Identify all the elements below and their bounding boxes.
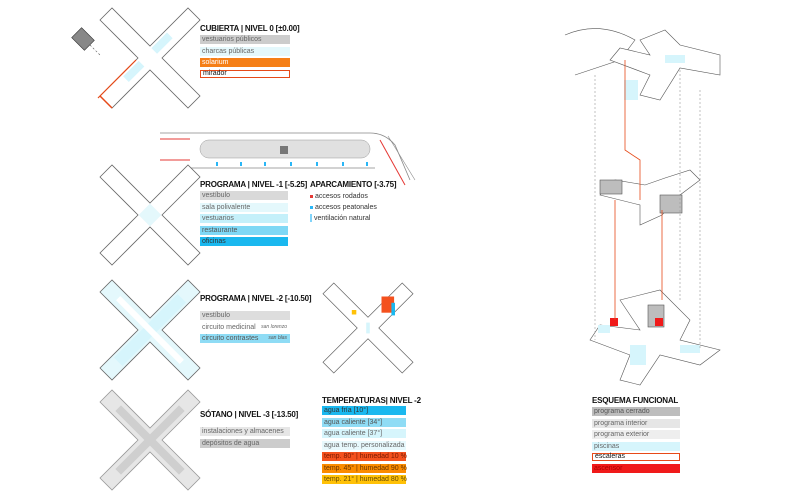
plan-level-minus2 — [99, 279, 201, 381]
legend-item-label: escaleras — [595, 453, 625, 460]
legend-title: SÓTANO | NIVEL -3 [-13.50] — [200, 410, 299, 419]
legend-item: instalaciones y almacenes — [200, 427, 290, 436]
legend-item-label: programa interior — [594, 419, 648, 427]
legend-item-label: oficinas — [202, 238, 226, 245]
legend-item-label: ascensor — [594, 464, 623, 472]
legend-item-label: agua caliente [34°] — [324, 418, 383, 426]
legend-item: programa interior — [592, 418, 680, 428]
plan-level-minus3 — [99, 389, 201, 491]
legend-item-label: temp. 80° | humedad 10 % — [324, 453, 407, 460]
legend-item: escaleras — [592, 453, 680, 461]
legend-marker-icon — [310, 194, 313, 198]
legend-item-label: agua temp. personalizada — [324, 441, 405, 449]
legend-item-label: restaurante — [202, 226, 238, 234]
legend-item-label: agua fría [10°] — [324, 407, 369, 414]
legend-title: PROGRAMA | NIVEL -1 [-5.25] — [200, 180, 308, 189]
legend-item: agua temp. personalizada — [322, 440, 406, 450]
legend-title: ESQUEMA FUNCIONAL — [592, 396, 679, 405]
legend-item: vestíbulo — [200, 191, 288, 200]
legend-title: APARCAMIENTO [-3.75] — [310, 180, 397, 189]
legend-item: vestuarios — [200, 214, 288, 223]
legend-item: circuito contrastes san blas — [200, 334, 290, 343]
legend-item: agua caliente [34°] — [322, 417, 406, 427]
legend-item: agua caliente [37°] — [322, 429, 406, 438]
legend-level-minus1: PROGRAMA | NIVEL -1 [-5.25] vestíbulo sal… — [200, 180, 308, 249]
legend-item: accesos peatonales — [310, 202, 420, 213]
legend-item-label: programa cerrado — [594, 408, 650, 415]
legend-item-label: temp. 45° | humedad 90 % — [324, 464, 407, 472]
legend-item: ventilación natural — [310, 213, 420, 224]
legend-item-label: circuito contrastes — [202, 335, 259, 342]
legend-item-note: san lorenzo — [261, 323, 287, 330]
legend-item-label: charcas públicas — [202, 47, 255, 55]
legend-item: mirador — [200, 69, 290, 78]
legend-item-label: sala polivalente — [202, 203, 251, 211]
legend-item-label: piscinas — [594, 442, 620, 450]
legend-level-minus2: PROGRAMA | NIVEL -2 [-10.50] vestíbulo ci… — [200, 294, 312, 346]
legend-item: oficinas — [200, 237, 288, 246]
legend-title: PROGRAMA | NIVEL -2 [-10.50] — [200, 294, 312, 303]
legend-marker-icon — [310, 214, 312, 223]
legend-item: agua fría [10°] — [322, 406, 406, 415]
legend-item-label: vestuarios — [202, 215, 234, 222]
legend-item-label: accesos rodados — [315, 193, 368, 200]
legend-item: ascensor — [592, 463, 680, 473]
legend-level-0: CUBIERTA | NIVEL 0 [±0.00] vestuarios pú… — [200, 24, 300, 80]
legend-item: temp. 80° | humedad 10 % — [322, 452, 407, 461]
legend-title: CUBIERTA | NIVEL 0 [±0.00] — [200, 24, 300, 33]
plan-level-0 — [97, 7, 201, 109]
legend-item-label: circuito medicinal — [202, 323, 256, 331]
annex-block — [71, 27, 95, 51]
legend-item: accesos rodados — [310, 191, 420, 202]
legend-level-minus3: SÓTANO | NIVEL -3 [-13.50] instalaciones… — [200, 410, 299, 450]
axonometric-scheme — [564, 28, 721, 386]
legend-item-label: temp. 21° | humedad 80 % — [324, 476, 407, 483]
plan-level-minus1 — [99, 164, 201, 266]
legend-item: depósitos de agua — [200, 438, 290, 448]
plan-temperatures — [322, 282, 414, 374]
legend-item: restaurante — [200, 225, 288, 235]
legend-item: temp. 45° | humedad 90 % — [322, 463, 407, 473]
legend-item: vestuarios públicos — [200, 35, 290, 44]
legend-item: sala polivalente — [200, 202, 288, 212]
legend-item: programa exterior — [592, 430, 680, 439]
legend-item-label: agua caliente [37°] — [324, 430, 383, 437]
legend-item-label: programa exterior — [594, 431, 650, 438]
legend-item-label: vestíbulo — [202, 312, 231, 319]
legend-marker-icon — [310, 205, 313, 209]
legend-parking: APARCAMIENTO [-3.75] accesos rodados acce… — [310, 180, 420, 224]
legend-item-label: accesos peatonales — [315, 204, 377, 211]
legend-item: charcas públicas — [200, 46, 290, 56]
legend-item-note: san blas — [268, 335, 287, 341]
legend-title: TEMPERATURAS| NIVEL -2 — [322, 396, 421, 405]
legend-item: vestíbulo — [200, 311, 290, 320]
legend-item: temp. 21° | humedad 80 % — [322, 475, 407, 484]
legend-temperatures: TEMPERATURAS| NIVEL -2 agua fría [10°] ag… — [322, 396, 421, 487]
legend-item: programa cerrado — [592, 407, 680, 416]
legend-item: solarium — [200, 58, 290, 67]
legend-item-label: vestíbulo — [202, 192, 231, 199]
legend-functional-scheme: ESQUEMA FUNCIONAL programa cerrado progra… — [592, 396, 680, 475]
legend-item: circuito medicinal san lorenzo — [200, 322, 290, 332]
legend-item-label: mirador — [203, 69, 227, 77]
legend-item: piscinas — [592, 441, 680, 451]
legend-item-label: vestuarios públicos — [202, 36, 262, 43]
legend-item-label: depósitos de agua — [202, 439, 260, 447]
legend-item-label: instalaciones y almacenes — [202, 428, 284, 435]
legend-item-label: solarium — [202, 59, 229, 66]
parking-plan — [160, 132, 416, 186]
legend-item-label: ventilación natural — [314, 215, 371, 222]
